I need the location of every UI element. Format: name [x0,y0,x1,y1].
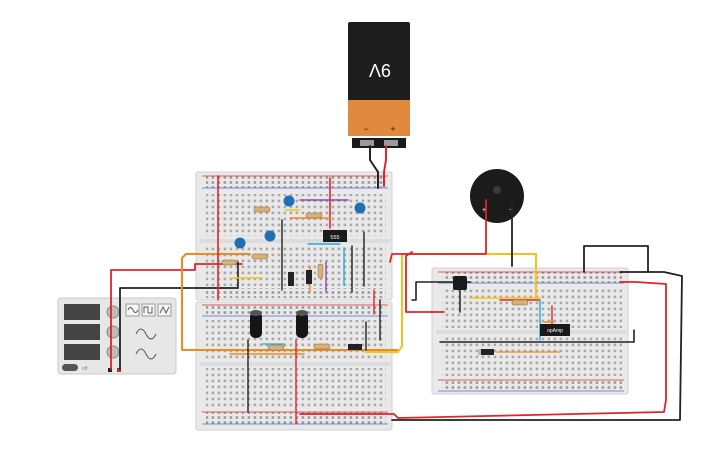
diodes[interactable] [288,270,494,355]
wires[interactable] [110,145,683,425]
opamp-chip-label: opAmp [547,328,563,334]
display-channel-1 [64,304,100,320]
ceramic-capacitors[interactable] [234,195,366,249]
knob-1[interactable] [106,305,120,319]
knob-3[interactable] [106,345,120,359]
breadboard-left-top[interactable] [195,171,393,301]
power-toggle[interactable] [62,364,78,371]
battery-label: 9V [369,60,391,80]
electrolytic-capacitors[interactable] [250,310,308,338]
timer-chip-label: 555 [330,235,339,241]
function-generator[interactable]: off [57,297,177,375]
resistors-left[interactable] [221,206,331,351]
resistors-right[interactable] [511,299,529,306]
display-channel-3 [64,344,100,360]
transistor[interactable] [453,276,467,290]
battery-icon[interactable]: 9V − + [348,22,410,148]
timer-555-chip[interactable]: 555 [323,230,347,242]
display-channel-2 [64,324,100,340]
battery-plus-label: + [390,124,395,134]
breadboard-left-bottom[interactable] [195,301,393,431]
buzzer-icon[interactable]: + − [470,169,524,223]
buzzer-minus-label: − [509,207,513,214]
buzzer-plus-label: + [482,207,486,214]
opamp-chip[interactable]: opAmp [540,324,570,336]
battery-minus-label: − [363,124,368,134]
power-toggle-label: off [82,366,88,372]
knob-2[interactable] [106,325,120,339]
